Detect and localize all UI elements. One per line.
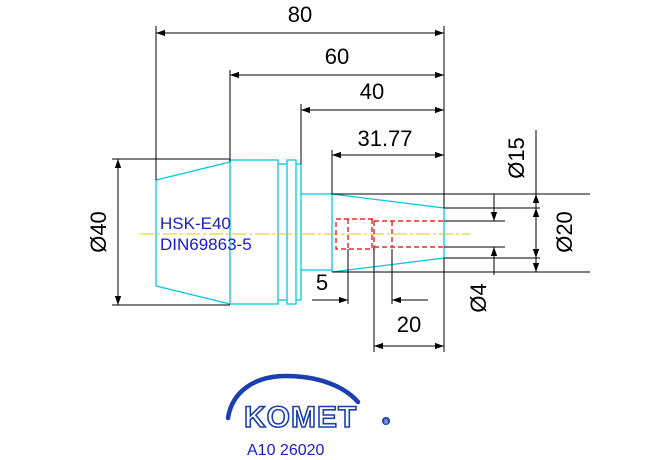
- dim-5-text: 5: [316, 270, 328, 295]
- logo-brand: KOMET: [244, 401, 357, 434]
- collar-body: [229, 159, 279, 305]
- dim-d15-text: Ø15: [504, 137, 529, 179]
- logo-arc-icon: [225, 373, 361, 421]
- dimension-lines: [114, 29, 540, 350]
- dim-80-text: 80: [288, 2, 312, 27]
- extension-lines: [112, 26, 590, 352]
- taper-shaft: [331, 193, 445, 273]
- flange-ring: [286, 159, 297, 305]
- article-number: A10 26020: [247, 442, 325, 459]
- standard-label: DIN69863-5: [160, 235, 252, 254]
- dim-d40-text: Ø40: [86, 211, 111, 253]
- komet-logo: KOMET ®: [225, 373, 390, 435]
- dim-40-text: 40: [360, 79, 384, 104]
- registered-mark: ®: [384, 419, 389, 426]
- dim-20-text: 20: [397, 312, 421, 337]
- dim-d4-text: Ø4: [466, 283, 491, 312]
- neck: [300, 164, 332, 195]
- dim-60-text: 60: [325, 44, 349, 69]
- hsk-shank: [155, 161, 231, 305]
- interface-label: HSK-E40: [160, 214, 231, 233]
- hidden-bore: [335, 218, 444, 250]
- registered-icon: [382, 417, 390, 425]
- dim-3177-text: 31.77: [357, 126, 412, 151]
- dim-d20-text: Ø20: [552, 211, 577, 253]
